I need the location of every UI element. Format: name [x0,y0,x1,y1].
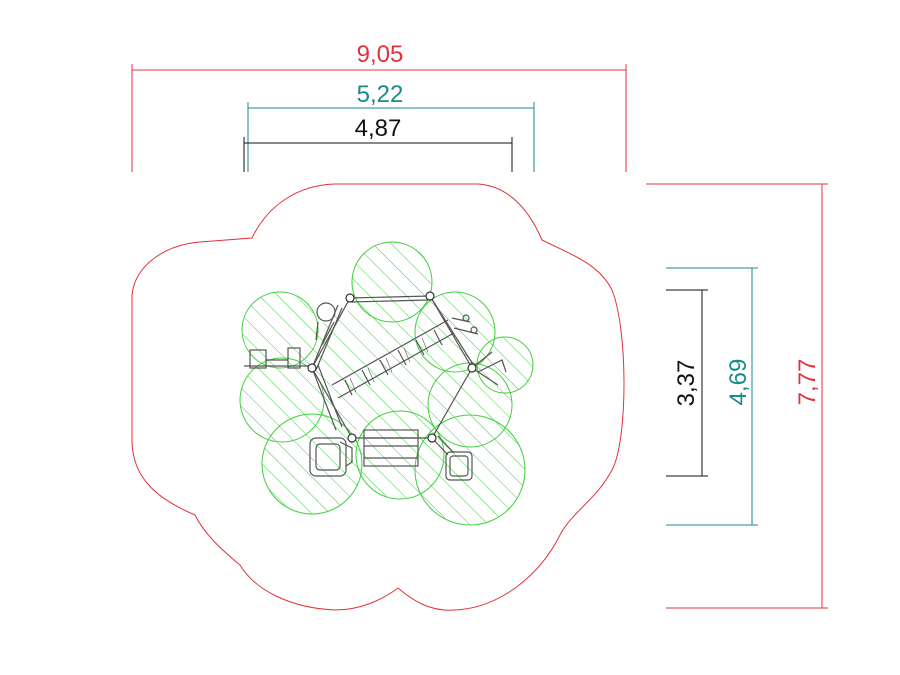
equipment-width-label: 4,87 [355,115,402,142]
top-left-ring [316,302,336,322]
top-right-hooks [451,314,479,335]
play-equipment [244,291,507,481]
center-bench [363,429,419,467]
left-platform [309,437,353,477]
dimension-zone-width [247,102,535,172]
zone-depth-label: 4,69 [725,359,752,406]
dimension-equipment-depth [666,289,708,477]
dimension-overall-width [131,64,627,172]
frame-joints [307,291,477,443]
zone-width-label: 5,22 [357,81,404,108]
equipment-depth-label: 3,37 [673,360,700,407]
dimension-zone-depth [666,267,758,526]
surfacing-outline [131,183,625,611]
dimension-equipment-width [243,137,513,172]
ladder [331,319,455,399]
left-chain [311,364,343,431]
left-seats [244,347,312,369]
dimension-overall-depth [646,183,828,609]
overall-depth-label: 7,77 [794,359,821,406]
overall-width-label: 9,05 [357,41,404,68]
